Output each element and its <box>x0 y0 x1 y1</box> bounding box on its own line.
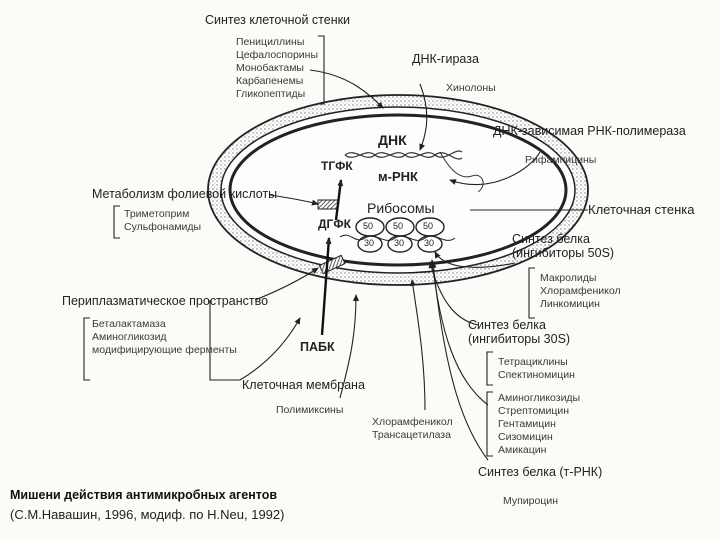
list-brackets <box>83 35 535 457</box>
list-item: Стрептомицин <box>498 405 570 417</box>
dhfa-label: ДГФК <box>318 217 351 231</box>
rifampicins-label: Рифампицины <box>525 154 597 166</box>
ribosome-3-50s: 50 <box>423 221 434 231</box>
figure-caption-source: (С.М.Навашин, 1996, модиф. по H.Neu, 199… <box>10 507 285 522</box>
list-item: Тетрациклины <box>498 356 568 368</box>
protein-trna-heading: Синтез белка (т-РНК) <box>478 465 603 479</box>
figure-caption-title: Мишени действия антимикробных агентов <box>10 488 278 502</box>
list-item: Триметоприм <box>124 208 190 220</box>
protein-50s-line2: (ингибиторы 50S) <box>512 246 615 261</box>
list-item: Аминогликозиды <box>498 392 581 404</box>
cell-wall-synthesis-heading: Синтез клеточной стенки <box>205 13 351 27</box>
pathway-arrows <box>320 179 344 336</box>
list-item: Гликопептиды <box>236 88 306 100</box>
cell-wall-ring <box>207 94 589 286</box>
ribosome-2-30s: 30 <box>394 238 405 248</box>
drugs-50s-list: Макролиды Хлорамфеникол Линкомицин <box>540 272 621 311</box>
list-item: Монобактамы <box>236 62 304 74</box>
list-item: Макролиды <box>540 272 597 284</box>
ribosome-3-30s: 30 <box>424 238 435 248</box>
list-item: Амикацин <box>498 444 547 456</box>
rna-polymerase-heading: ДНК-зависимая РНК-полимераза <box>493 124 686 138</box>
mupirocin-label: Мупироцин <box>503 495 559 507</box>
ribosome-2-50s: 50 <box>393 221 404 231</box>
leader-arrows <box>239 69 588 461</box>
ribosome-group <box>339 217 456 253</box>
list-item: Спектиномицин <box>498 369 575 381</box>
mrna-label: м-РНК <box>378 169 418 184</box>
ribosome-1-30s: 30 <box>364 238 375 248</box>
ribosome-1-50s: 50 <box>363 221 374 231</box>
list-item: Пенициллины <box>236 36 305 48</box>
paba-label: ПАБК <box>300 340 335 354</box>
dna-label: ДНК <box>378 132 407 148</box>
folate-drug-list: Триметоприм Сульфонамиды <box>124 208 201 234</box>
drugs-30s-list: Тетрациклины Спектиномицин <box>498 356 575 382</box>
list-item: Карбапенемы <box>236 75 304 87</box>
list-item: Беталактамаза <box>92 318 166 330</box>
cell-wall-drug-list: Пенициллины Цефалоспорины Монобактамы Ка… <box>236 36 318 101</box>
aminoglycosides-list: Аминогликозиды Стрептомицин Гентамицин С… <box>498 392 580 457</box>
ribosomes-label: Рибосомы <box>367 200 435 216</box>
protein-30s-line1: Синтез белка <box>468 318 546 332</box>
list-item: Аминогликозид <box>92 331 167 343</box>
dna-helix <box>344 150 484 193</box>
protein-50s-heading: Синтез белка (ингибиторы 50S) <box>512 232 614 261</box>
list-item: Цефалоспорины <box>236 49 318 61</box>
membrane-heading: Клеточная мембрана <box>242 378 365 392</box>
list-item: Хлорамфеникол <box>540 285 621 297</box>
thfa-label: ТГФК <box>321 159 353 173</box>
list-item: Гентамицин <box>498 418 556 430</box>
list-item: Сульфонамиды <box>124 221 202 233</box>
protein-30s-line2: (ингибиторы 30S) <box>468 332 571 347</box>
periplasm-list: Беталактамаза Аминогликозид модифицирующ… <box>92 318 237 357</box>
cell-wall-label: Клеточная стенка <box>588 202 695 217</box>
list-item: модифицирующие ферменты <box>92 344 237 356</box>
list-item: Трансацетилаза <box>372 429 451 441</box>
list-item: Линкомицин <box>540 298 600 310</box>
dna-gyrase-heading: ДНК-гираза <box>412 52 479 66</box>
list-item: Хлорамфеникол <box>372 416 453 428</box>
list-item: Сизомицин <box>498 431 553 443</box>
quinolones-label: Хинолоны <box>446 82 496 94</box>
polymyxins-label: Полимиксины <box>276 404 344 416</box>
chloramph-acetylase-list: Хлорамфеникол Трансацетилаза <box>372 416 453 442</box>
protein-30s-heading: Синтез белка (ингибиторы 30S) <box>468 318 570 347</box>
folate-enzyme-box <box>317 199 339 210</box>
folate-heading: Метаболизм фолиевой кислоты <box>92 187 278 201</box>
protein-50s-line1: Синтез белка <box>512 232 590 246</box>
periplasm-heading: Периплазматическое пространство <box>62 294 269 308</box>
